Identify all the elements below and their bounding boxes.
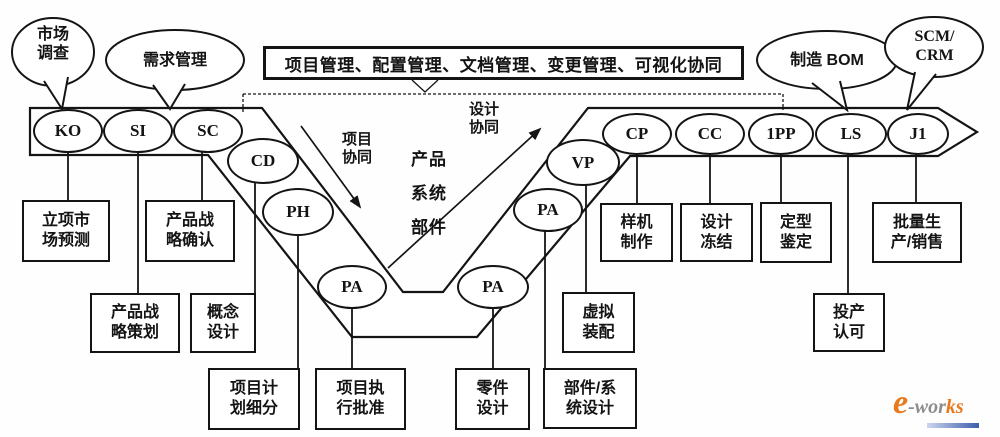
scm-crm-bubble-tail (906, 71, 937, 111)
requirements-label: 需求管理 (142, 52, 207, 69)
box-project-exec-approve: 项目执 行批准 (315, 368, 406, 430)
design-collab-label: 设计 协同 (468, 101, 499, 136)
design-collab-arrow (387, 127, 542, 269)
stage-ellipse-pa-mid: PA (513, 188, 583, 232)
stage-ellipse-1pp: 1PP (748, 113, 814, 155)
stage-ellipse-j1: J1 (887, 113, 949, 155)
eworks-logo-swoosh: e (893, 384, 909, 421)
box-market-forecast: 立项市 场预测 (22, 200, 110, 262)
stage-ellipse-cp: CP (602, 113, 672, 155)
eworks-logo-ks: ks (945, 396, 964, 418)
stage-ellipse-vp: VP (546, 139, 620, 186)
stage-ellipse-ko: KO (33, 109, 103, 153)
project-collab-label: 项目 协同 (341, 131, 372, 166)
scm-crm-label: SCM/ CRM (914, 28, 955, 64)
eworks-logo-mid: -wor (908, 396, 946, 418)
callout-bubbles (11, 16, 984, 113)
stage-ellipse-cc: CC (675, 113, 745, 155)
market-survey-bubble-tail (43, 76, 69, 112)
stage-ellipse-ph: PH (262, 188, 334, 236)
box-type-approval: 定型 鉴定 (760, 202, 832, 263)
stage-ellipse-si: SI (103, 109, 173, 153)
product-system-part-labels: 产品 系统 部件 (411, 150, 447, 237)
requirements-bubble-tail (152, 83, 186, 111)
box-mass-production-sales: 批量生 产/销售 (872, 202, 962, 263)
market-survey-label: 市场 调查 (36, 26, 69, 62)
management-scope-dashed-line (242, 93, 784, 112)
management-functions-box: 项目管理、配置管理、文档管理、变更管理、可视化协同 (263, 46, 744, 80)
manufacturing-bom-bubble-tail (811, 80, 849, 113)
box-prototype-build: 样机 制作 (600, 203, 673, 262)
stage-ellipse-cd: CD (227, 138, 299, 184)
manufacturing-bom-label: 制造 BOM (790, 52, 864, 69)
topbox-down-arrow (411, 79, 439, 93)
box-component-sys-design: 部件/系 统设计 (543, 368, 637, 429)
stage-ellipse-pa-left: PA (317, 265, 387, 309)
box-strategy-confirm: 产品战 略确认 (145, 200, 235, 262)
box-design-freeze: 设计 冻结 (680, 203, 753, 262)
box-virtual-assembly: 虚拟 装配 (562, 292, 635, 353)
stage-ellipse-sc: SC (173, 109, 243, 153)
box-production-signoff: 投产 认可 (813, 293, 885, 352)
box-project-plan-split: 项目计 划细分 (208, 368, 300, 430)
eworks-logo-underline (927, 423, 979, 428)
box-part-design: 零件 设计 (455, 368, 530, 430)
box-strategy-planning: 产品战 略策划 (90, 293, 180, 353)
box-concept-design: 概念 设计 (190, 293, 256, 353)
project-collab-arrow (300, 125, 362, 209)
stage-ellipse-pa-bottom: PA (457, 265, 529, 309)
stage-ellipse-ls: LS (815, 113, 887, 155)
